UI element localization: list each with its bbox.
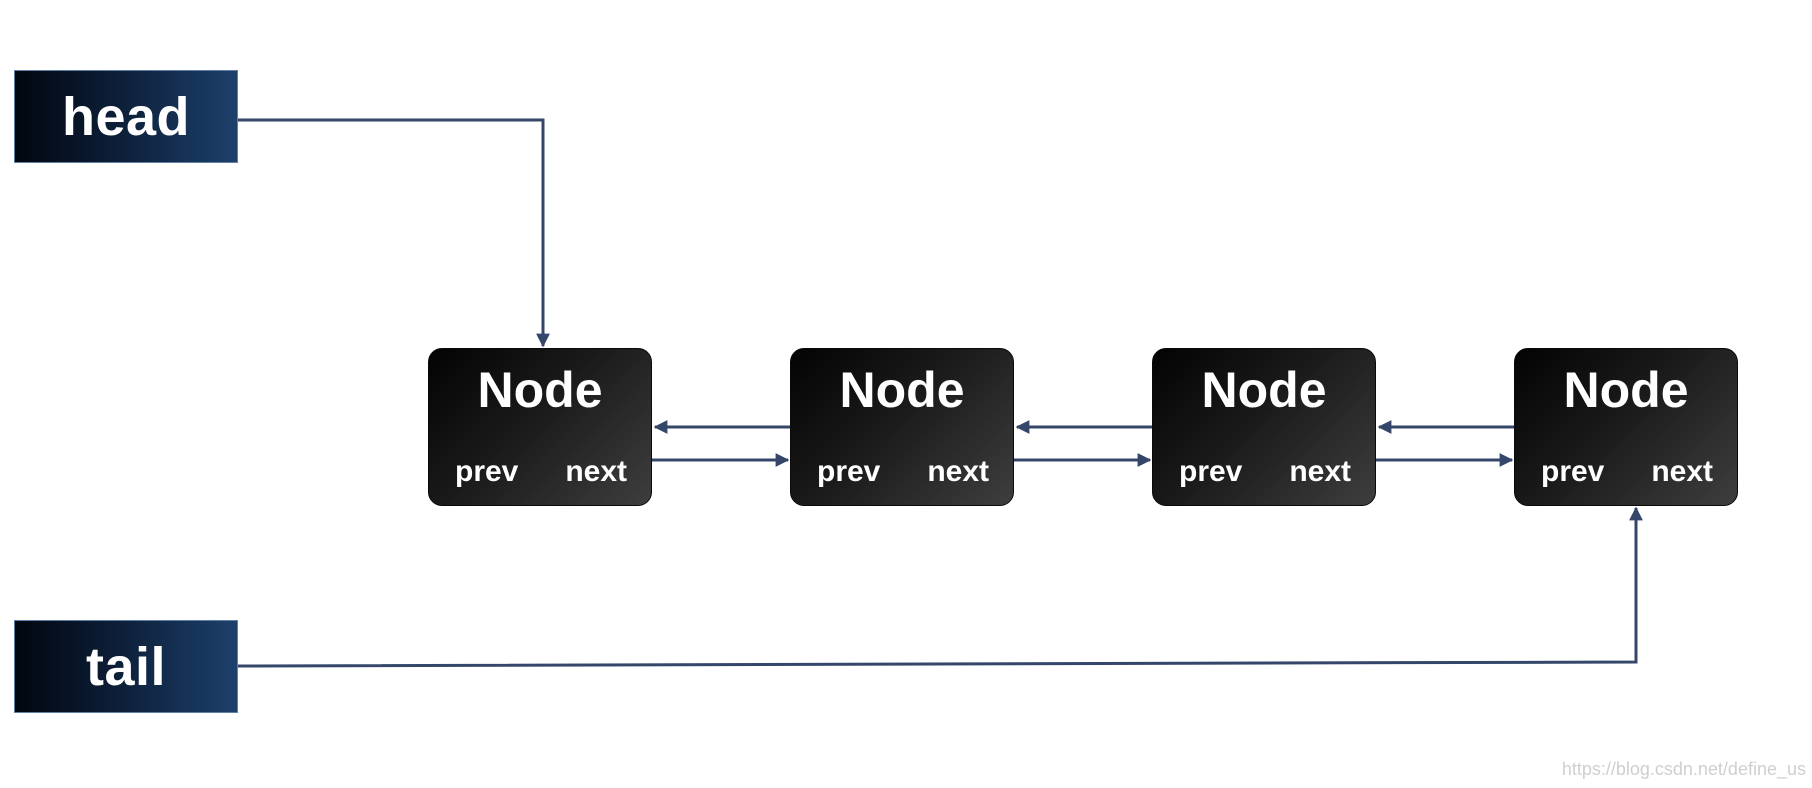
node-next-field: next [927, 455, 989, 488]
tail-arrow [237, 506, 1643, 668]
node-title: Node [839, 362, 965, 418]
node-prev-field: prev [455, 455, 519, 488]
head-label: head [61, 86, 191, 147]
watermark-text: https://blog.csdn.net/define_us [1561, 759, 1806, 779]
node-1: Node prev next [428, 348, 652, 506]
node-next-field: next [565, 455, 627, 488]
node-title: Node [1563, 362, 1689, 418]
node-4: Node prev next [1514, 348, 1738, 506]
node-3: Node prev next [1152, 348, 1376, 506]
node-title: Node [477, 362, 603, 418]
head-arrow [238, 118, 550, 348]
node-prev-field: prev [817, 455, 881, 488]
tail-pointer-box: tail [14, 620, 238, 713]
node-2: Node prev next [790, 348, 1014, 506]
node-next-field: next [1651, 455, 1713, 488]
node-prev-field: prev [1179, 455, 1243, 488]
node-next-field: next [1289, 455, 1351, 488]
head-pointer-box: head [14, 70, 238, 163]
tail-label: tail [85, 636, 167, 697]
node-title: Node [1201, 362, 1327, 418]
node-prev-field: prev [1541, 455, 1605, 488]
